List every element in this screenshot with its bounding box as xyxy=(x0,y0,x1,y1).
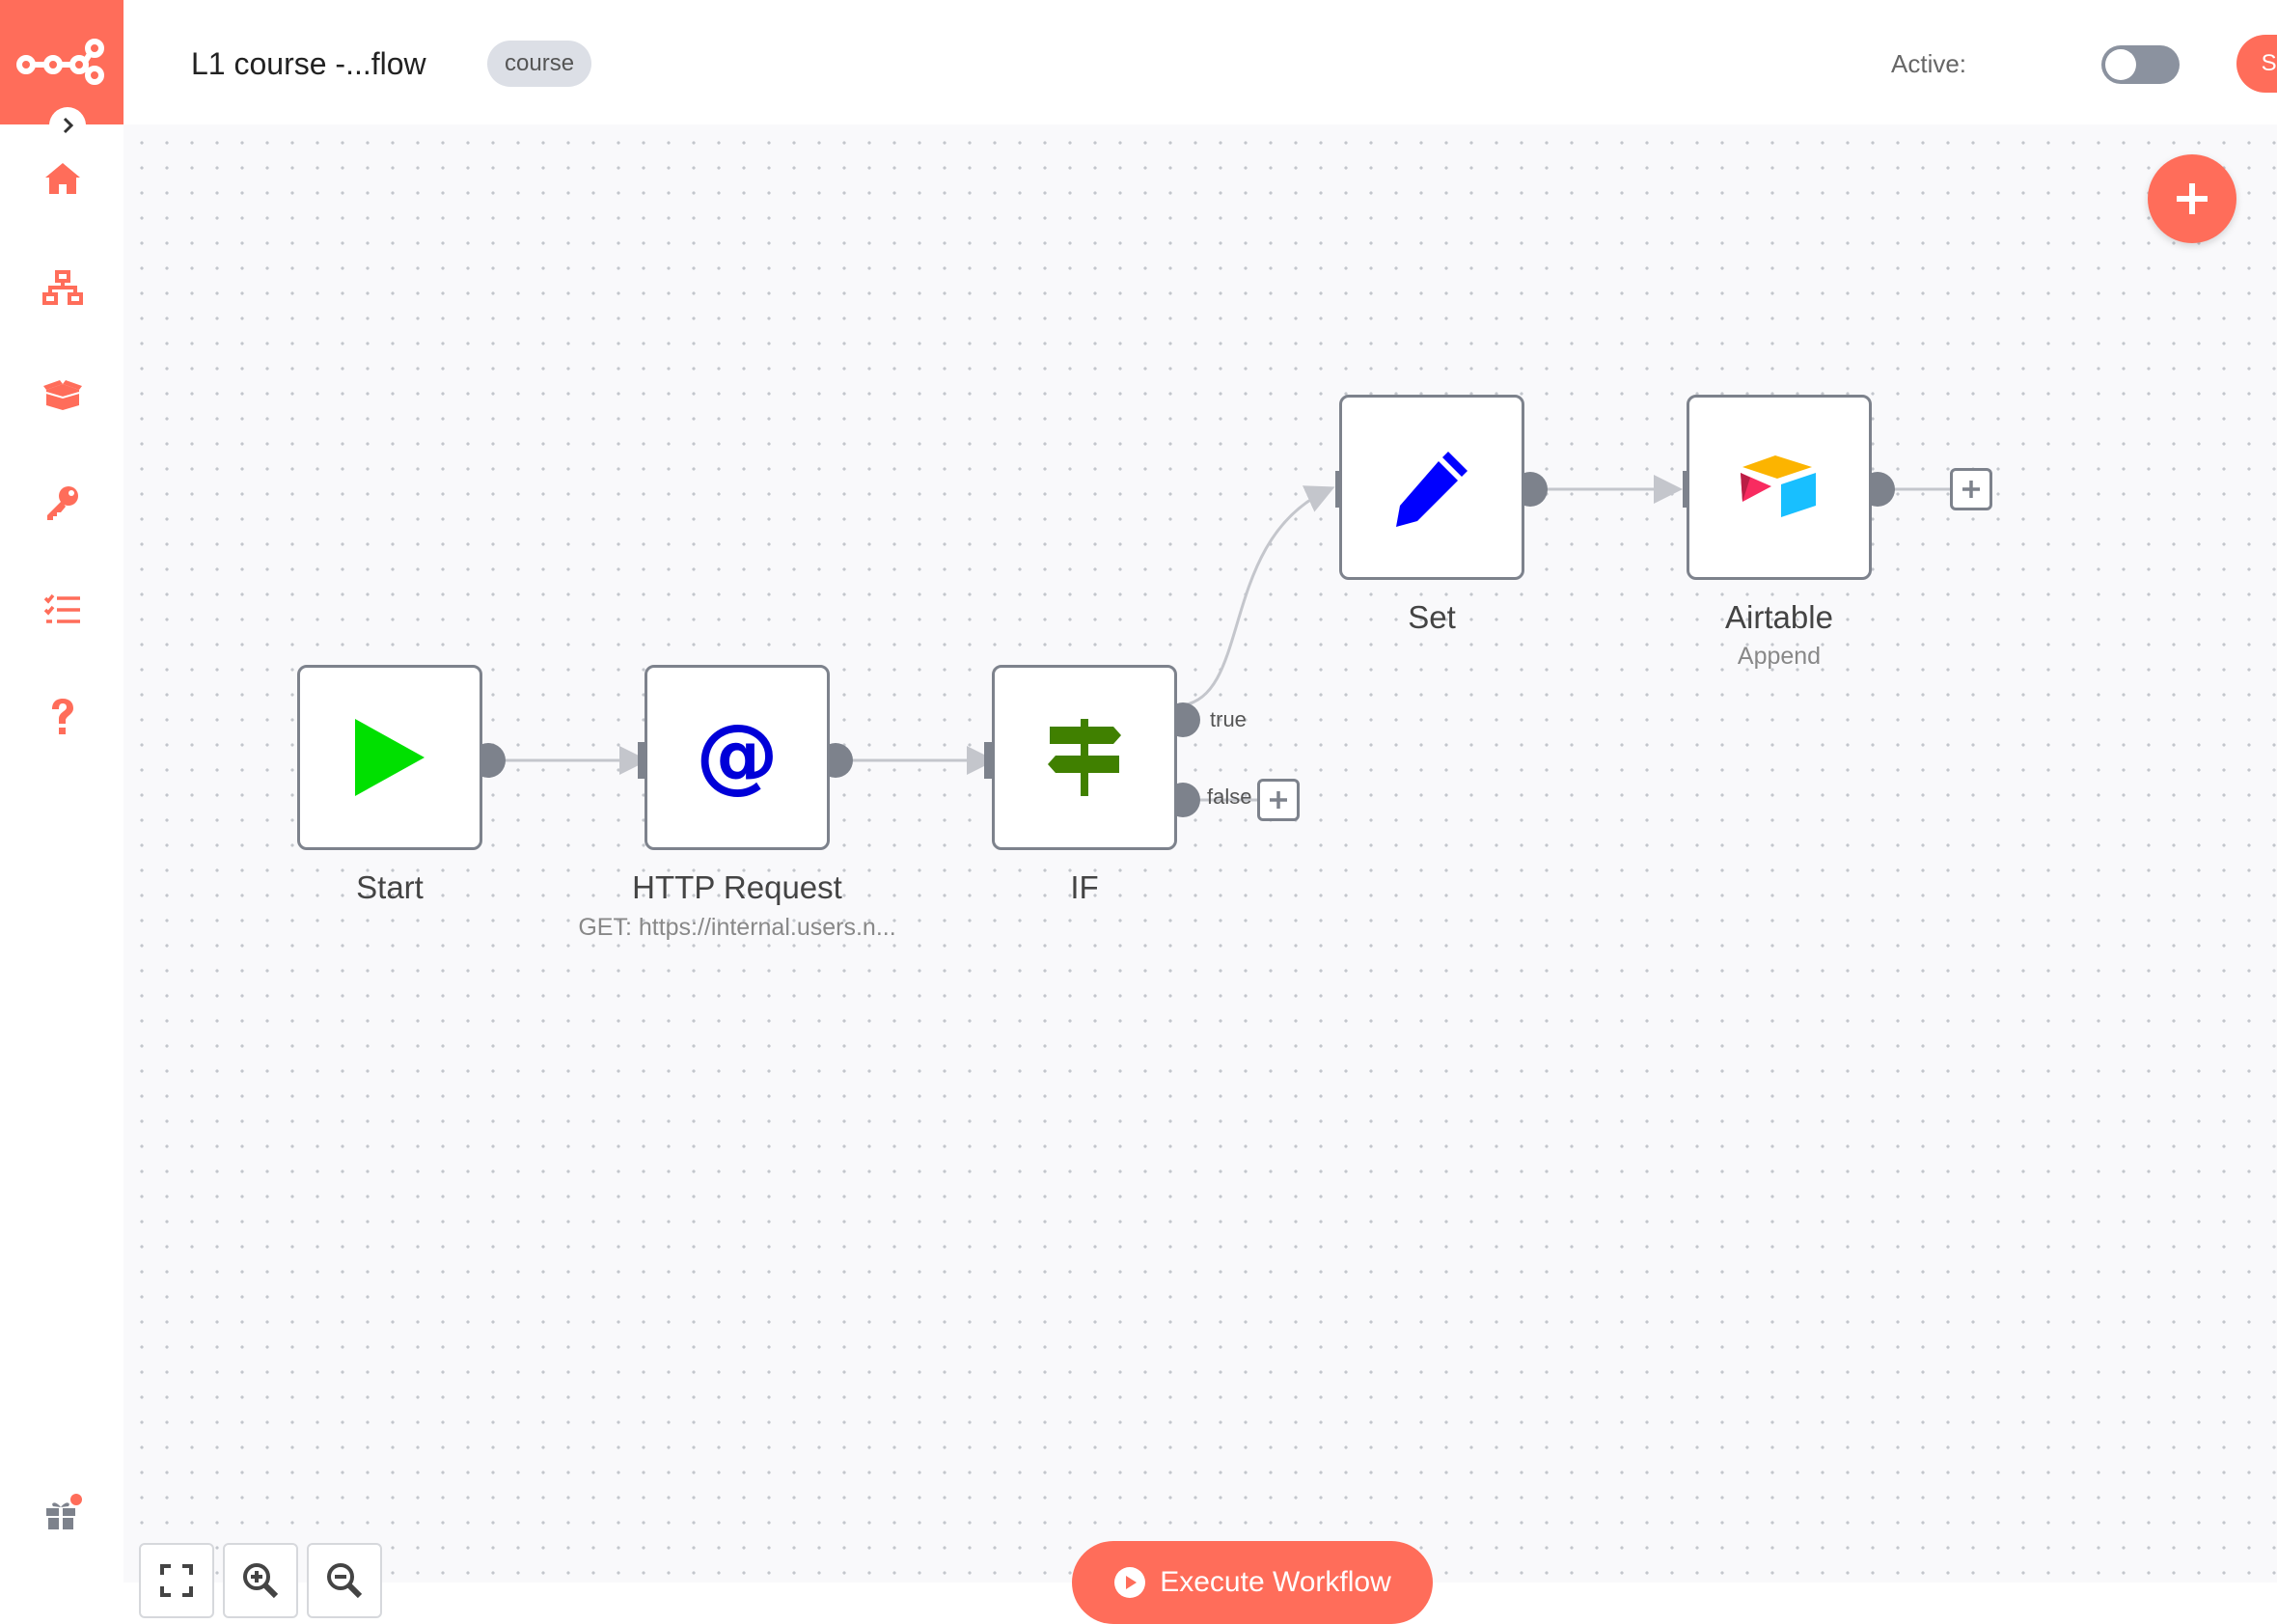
signpost-icon xyxy=(1048,719,1121,796)
execute-workflow-button[interactable]: Execute Workflow xyxy=(1072,1541,1433,1624)
question-icon xyxy=(52,699,73,734)
workflow-title[interactable]: L1 course -...flow xyxy=(191,46,426,81)
airtable-icon xyxy=(1741,455,1816,517)
node-label: Set xyxy=(1408,599,1456,635)
box-open-icon xyxy=(43,380,82,410)
save-button[interactable]: Save xyxy=(2236,35,2277,93)
sidebar-item-templates[interactable] xyxy=(39,371,87,419)
zoom-out-button[interactable] xyxy=(307,1543,382,1618)
node-http-request[interactable]: @ xyxy=(645,665,830,850)
sidebar-item-home[interactable] xyxy=(39,154,87,203)
tasks-icon xyxy=(43,593,80,623)
connection-if-set xyxy=(1182,485,1335,707)
zoom-to-fit-button[interactable] xyxy=(139,1543,214,1618)
active-toggle[interactable] xyxy=(2101,45,2180,84)
zoom-in-icon xyxy=(243,1563,279,1599)
plus-icon xyxy=(2177,183,2208,214)
logo-icon xyxy=(16,39,104,85)
output-label-true: true xyxy=(1210,707,1247,731)
sidebar-item-whats-new[interactable] xyxy=(39,1489,87,1537)
connections-layer xyxy=(471,471,1950,817)
node-set[interactable] xyxy=(1339,395,1524,580)
add-node-button[interactable] xyxy=(1257,779,1300,821)
gift-icon xyxy=(46,1494,82,1529)
add-node-fab[interactable] xyxy=(2148,154,2236,243)
zoom-out-icon xyxy=(327,1563,363,1599)
node-label: IF xyxy=(1070,869,1099,905)
active-label: Active: xyxy=(1891,49,1967,78)
output-label-false: false xyxy=(1207,784,1252,809)
sidebar-item-help[interactable] xyxy=(39,693,87,741)
node-subtitle: Append xyxy=(1737,643,1822,670)
play-icon xyxy=(355,719,425,796)
pencil-icon xyxy=(1396,452,1468,527)
workflow-tag[interactable]: course xyxy=(487,41,592,87)
sidebar-item-workflows[interactable] xyxy=(39,263,87,312)
chevron-right-icon xyxy=(63,117,74,134)
node-airtable[interactable] xyxy=(1687,395,1872,580)
svg-text:@: @ xyxy=(697,717,778,798)
node-start[interactable] xyxy=(297,665,482,850)
add-node-button[interactable] xyxy=(1950,468,1992,510)
expand-sidebar-button[interactable] xyxy=(49,107,86,144)
plus-icon xyxy=(1962,481,1980,498)
play-circle-icon xyxy=(1114,1567,1146,1598)
at-icon: @ xyxy=(697,717,778,798)
node-label: HTTP Request xyxy=(632,869,842,905)
plus-icon xyxy=(1270,791,1287,809)
node-subtitle: GET: https://internal.users.n... xyxy=(578,914,896,941)
sidebar xyxy=(0,0,123,1583)
n8n-logo[interactable] xyxy=(0,0,123,124)
network-icon xyxy=(42,270,83,305)
home-icon xyxy=(45,163,80,194)
key-icon xyxy=(47,486,78,520)
header: L1 course -...flow course Active: Save xyxy=(123,0,2277,124)
node-label: Start xyxy=(356,869,424,905)
toggle-knob xyxy=(2105,49,2136,80)
workflow-canvas[interactable]: Start @ HTTP Request GET: https://intern… xyxy=(123,124,2277,1624)
node-if[interactable] xyxy=(992,665,1177,850)
execute-label: Execute Workflow xyxy=(1160,1566,1391,1598)
sidebar-item-executions[interactable] xyxy=(39,586,87,634)
expand-icon xyxy=(160,1564,193,1597)
zoom-in-button[interactable] xyxy=(223,1543,298,1618)
node-label: Airtable xyxy=(1725,599,1833,635)
sidebar-item-credentials[interactable] xyxy=(39,479,87,527)
